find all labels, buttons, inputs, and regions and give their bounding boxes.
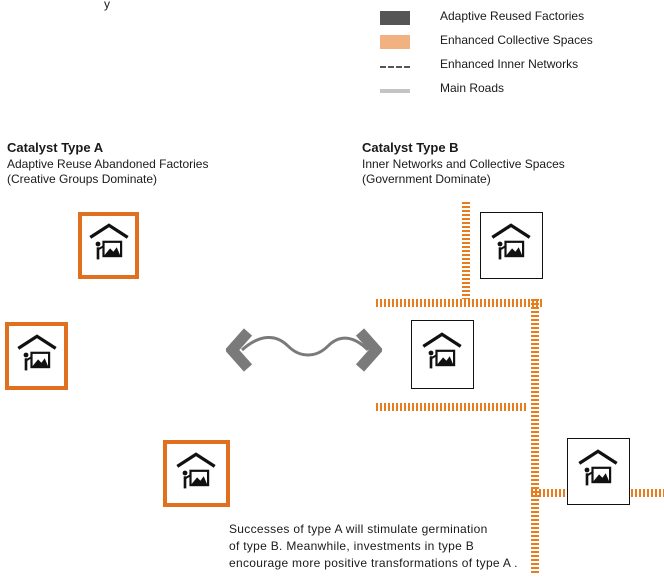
catalyst-b-line2: (Government Dominate) — [362, 172, 491, 186]
caption-line-2: of type B. Meanwhile, investments in typ… — [229, 539, 475, 553]
factory-box-b1 — [480, 212, 543, 279]
legend-item-inner-networks: Enhanced Inner Networks — [380, 56, 660, 76]
legend-item-collective-spaces: Enhanced Collective Spaces — [380, 32, 660, 52]
factory-icon — [17, 334, 57, 371]
factory-icon — [176, 452, 216, 489]
caption-line-3: encourage more positive transformations … — [229, 556, 518, 570]
top-fragment-text: y — [104, 0, 110, 11]
legend-label: Enhanced Collective Spaces — [440, 33, 593, 47]
inner-network-vertical-top — [462, 202, 470, 299]
catalyst-a-heading: Catalyst Type A Adaptive Reuse Abandoned… — [7, 140, 208, 187]
legend-swatch-main-roads — [380, 89, 410, 93]
legend-item-factories: Adaptive Reused Factories — [380, 8, 660, 28]
factory-icon — [578, 449, 618, 486]
catalyst-b-line1: Inner Networks and Collective Spaces — [362, 157, 565, 171]
factory-box-b3 — [567, 438, 630, 505]
catalyst-a-line2: (Creative Groups Dominate) — [7, 172, 158, 186]
legend-item-main-roads: Main Roads — [380, 80, 660, 100]
factory-box-b2 — [411, 320, 474, 389]
factory-box-a3 — [163, 440, 230, 507]
factory-icon — [491, 223, 531, 260]
diagram-caption: Successes of type A will stimulate germi… — [229, 521, 534, 572]
factory-icon — [422, 332, 462, 369]
catalyst-a-title: Catalyst Type A — [7, 140, 104, 155]
legend-swatch-collective-spaces — [380, 35, 410, 49]
legend-label: Enhanced Inner Networks — [440, 57, 579, 71]
catalyst-a-line1: Adaptive Reuse Abandoned Factories — [7, 157, 209, 171]
catalyst-b-title: Catalyst Type B — [362, 140, 459, 155]
factory-icon — [89, 223, 129, 260]
caption-line-1: Successes of type A will stimulate germi… — [229, 522, 488, 536]
factory-box-a1 — [78, 212, 139, 279]
legend-label: Adaptive Reused Factories — [440, 9, 585, 23]
inner-network-horizontal-middle — [376, 403, 528, 411]
catalyst-b-heading: Catalyst Type B Inner Networks and Colle… — [362, 140, 565, 187]
legend-swatch-factories — [380, 11, 410, 25]
inner-network-horizontal-upper — [376, 299, 542, 307]
legend-swatch-inner-networks — [380, 66, 410, 68]
factory-box-a2 — [5, 322, 68, 390]
legend-label: Main Roads — [440, 81, 505, 95]
inner-network-vertical-main — [531, 299, 539, 575]
double-headed-wavy-arrow-icon — [226, 328, 382, 372]
